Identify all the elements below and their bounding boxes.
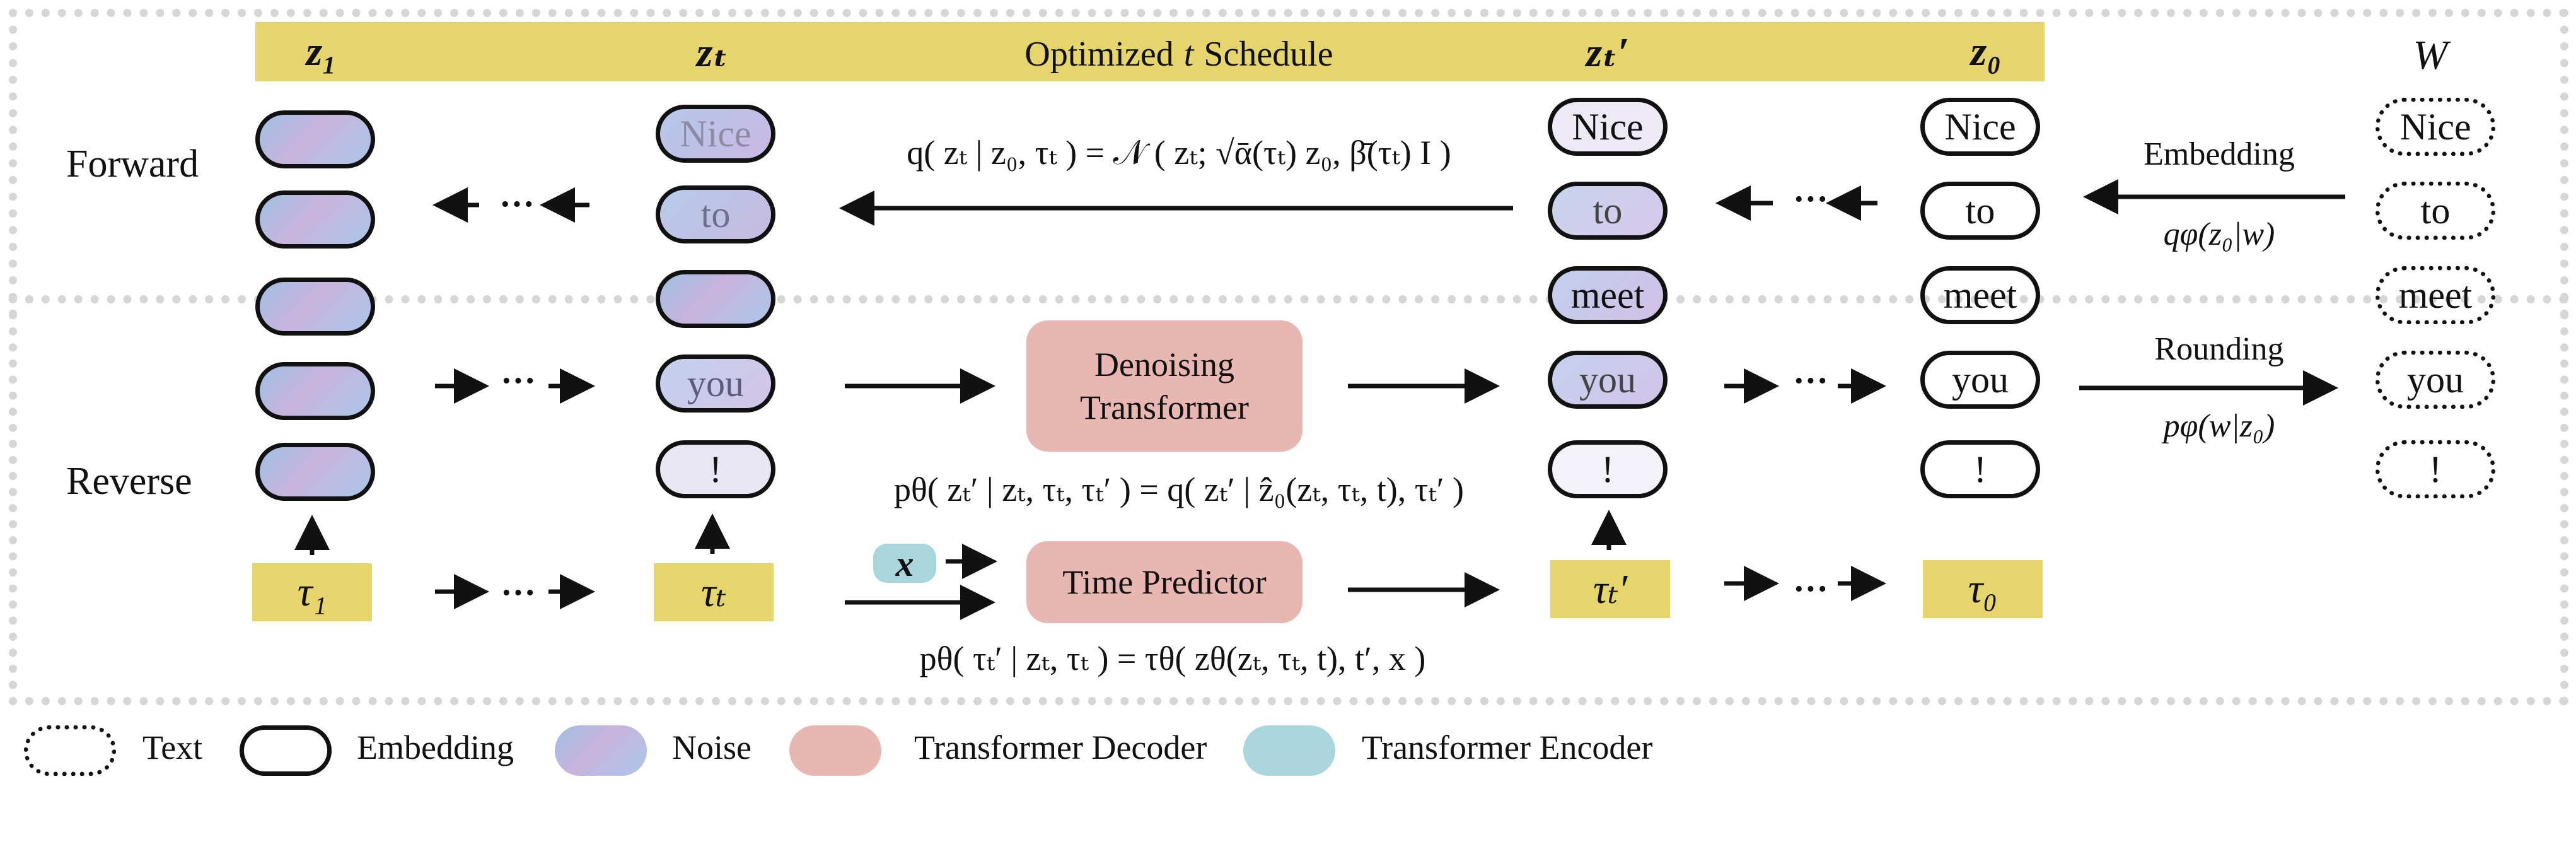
col-label-z1: z₁ [306, 28, 337, 74]
z1-token-1 [255, 110, 375, 168]
ztp-token-3: meet [1548, 266, 1668, 324]
denoising-transformer-box: Denoising Transformer [1026, 320, 1303, 452]
zt-token-4: you [656, 354, 775, 413]
tau-tp: τₜ′ [1550, 560, 1670, 618]
legend-text-swatch [24, 725, 116, 776]
dots-forward-right: ··· [1792, 180, 1829, 219]
legend-encoder-swatch [1243, 725, 1335, 776]
forward-label: Forward [66, 143, 199, 185]
x-input-box: x [873, 543, 936, 584]
w-token-4: you [2376, 351, 2495, 409]
legend-encoder-label: Transformer Encoder [1362, 729, 1653, 766]
zt-token-1: Nice [656, 105, 775, 163]
dots-reverse-left: ··· [500, 361, 537, 401]
dots-tau-right: ··· [1792, 570, 1829, 609]
time-equation: pθ( τₜ′ | zₜ, τₜ ) = τθ( zθ(zₜ, τₜ, t), … [919, 640, 1426, 677]
z1-token-4 [255, 362, 375, 420]
schedule-title: Optimized t Schedule [983, 29, 1374, 79]
forward-equation: q( zₜ | z₀, τₜ ) = 𝒩 ( zₜ; √ᾱ(τₜ) z₀, β̄… [907, 134, 1451, 172]
z0-token-5: ! [1920, 440, 2040, 498]
legend-text-label: Text [142, 729, 203, 766]
z1-token-2 [255, 190, 375, 249]
ztp-token-4: you [1548, 351, 1668, 409]
col-label-zt: zₜ [696, 29, 729, 76]
legend-decoder-label: Transformer Decoder [914, 729, 1207, 766]
dots-tau-left: ··· [500, 573, 537, 612]
embedding-label: Embedding [2144, 136, 2295, 172]
w-token-2: to [2376, 182, 2495, 240]
rounding-equation: pφ(w|z₀) [2163, 408, 2275, 444]
reverse-equation: pθ( zₜ′ | zₜ, τₜ, τₜ′ ) = q( zₜ′ | ẑ₀(zₜ… [893, 471, 1465, 508]
schedule-var: t [1183, 35, 1194, 74]
reverse-label: Reverse [66, 460, 192, 503]
ztp-token-2: to [1548, 182, 1668, 240]
legend-decoder-swatch [789, 725, 881, 776]
zt-token-2: to [656, 185, 775, 243]
zt-token-3 [656, 270, 775, 328]
w-token-5: ! [2376, 440, 2495, 498]
col-label-z0: z₀ [1970, 28, 2002, 74]
tau-t: τₜ [654, 563, 774, 621]
z0-token-4: you [1920, 351, 2040, 409]
zt-token-5: ! [656, 440, 775, 498]
z0-token-2: to [1920, 182, 2040, 240]
z1-token-3 [255, 278, 375, 336]
rounding-label: Rounding [2154, 331, 2284, 367]
w-token-3: meet [2376, 266, 2495, 324]
z0-token-3: meet [1920, 266, 2040, 324]
col-label-ztp: zₜ′ [1586, 29, 1630, 76]
dots-forward-left: ··· [499, 185, 535, 224]
z1-token-5 [255, 443, 375, 501]
col-label-w: W [2413, 32, 2448, 78]
forward-region [9, 9, 2568, 318]
legend-embedding-label: Embedding [357, 729, 514, 766]
w-token-1: Nice [2376, 98, 2495, 156]
dots-reverse-right: ··· [1792, 361, 1829, 401]
ztp-token-1: Nice [1548, 98, 1668, 156]
tau-1: τ₁ [252, 563, 372, 621]
legend-embedding-swatch [240, 725, 332, 776]
ztp-token-5: ! [1548, 440, 1668, 498]
schedule-suffix: Schedule [1204, 35, 1333, 74]
embedding-equation: qφ(z₀|w) [2163, 216, 2275, 252]
legend-noise-label: Noise [672, 729, 751, 766]
time-predictor-box: Time Predictor [1026, 541, 1303, 623]
tau-0: τ₀ [1923, 560, 2043, 618]
legend-noise-swatch [555, 725, 647, 776]
z0-token-1: Nice [1920, 98, 2040, 156]
schedule-prefix: Optimized [1024, 35, 1174, 74]
schedule-bar [255, 22, 2045, 81]
